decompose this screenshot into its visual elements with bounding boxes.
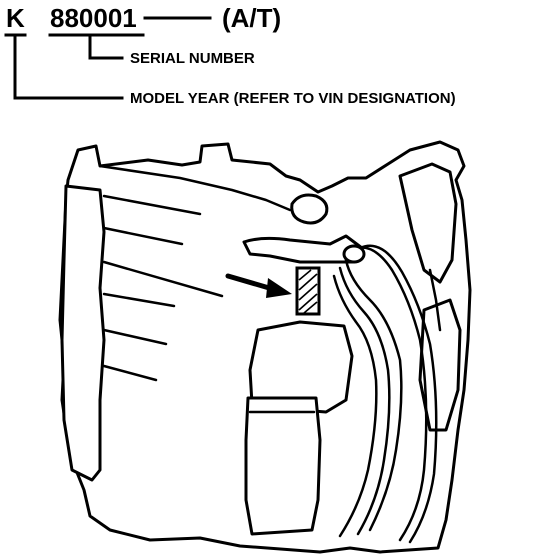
right-component [398,162,458,284]
lower-case [248,320,354,418]
plate-hatching [298,269,318,314]
rib [102,260,224,298]
id-code: K 880001 (A/T) [4,3,281,37]
transmission-type: (A/T) [222,3,281,33]
harness-connector [342,244,366,264]
model-year-label: MODEL YEAR (REFER TO VIN DESIGNATION) [130,90,456,107]
bell-contour [98,164,292,212]
serial-number-value: 880001 [50,3,137,33]
center-bracket [242,234,364,264]
rib [102,226,184,246]
transmission-illustration [58,140,472,554]
rib [102,328,168,346]
serial-number-label: SERIAL NUMBER [130,50,255,67]
rib [102,292,176,308]
sensor-lead [428,268,442,332]
top-boss [290,193,329,225]
leader-lines [13,35,124,100]
housing-left-face [60,184,106,482]
oil-pan [244,396,322,536]
right-lower-component [418,298,462,432]
wiring-harness [332,244,442,544]
serial-leader [88,35,124,60]
location-arrow [225,273,292,298]
rib [102,194,202,216]
model-year-leader [13,35,124,100]
rib [102,364,158,382]
model-year-letter: K [6,3,25,33]
